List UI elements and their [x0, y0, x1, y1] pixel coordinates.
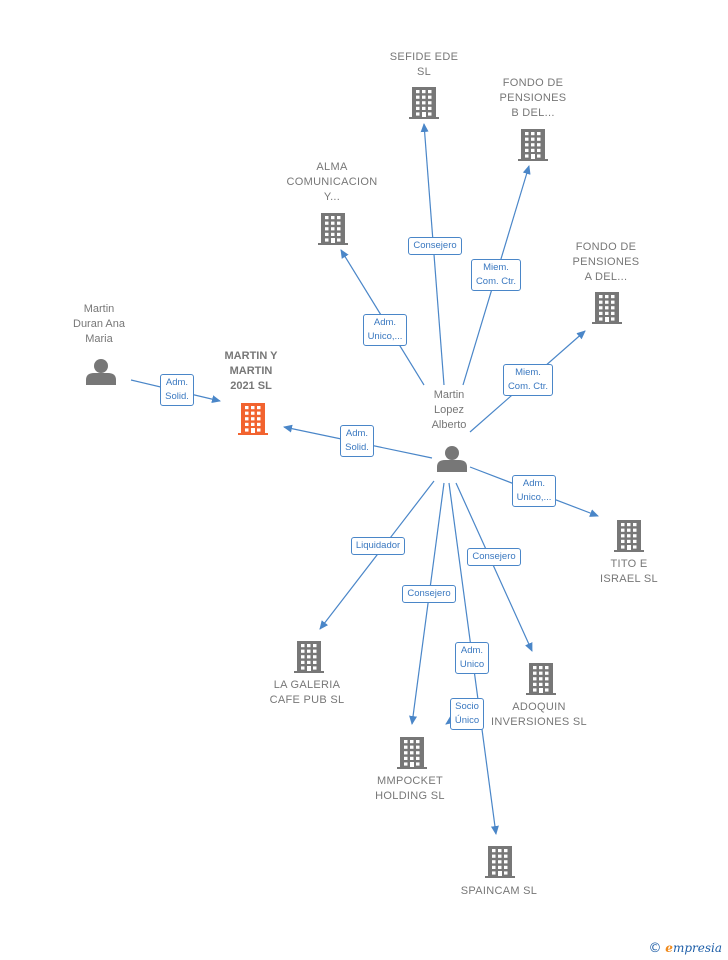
edge-label-galeria[interactable]: Liquidador	[350, 537, 406, 555]
node-label-galeria[interactable]: LA GALERIA CAFE PUB SL	[269, 679, 345, 706]
node-label-sefide[interactable]: SEFIDE EDE SL	[389, 51, 459, 78]
building-icon[interactable]	[485, 846, 515, 878]
edge-label-martin_y_martin[interactable]: Adm. Solid.	[340, 425, 374, 457]
node-label-martin_y_martin[interactable]: MARTIN Y MARTIN 2021 SL	[224, 350, 278, 392]
building-icon[interactable]	[238, 403, 268, 435]
node-label-alma[interactable]: ALMA COMUNICACION Y...	[286, 161, 378, 203]
node-label-fondo_b[interactable]: FONDO DE PENSIONES B DEL...	[499, 77, 567, 119]
edge-label-tito[interactable]: Adm. Unico,...	[511, 475, 557, 507]
building-icon[interactable]	[614, 520, 644, 552]
node-label-spaincam[interactable]: SPAINCAM SL	[460, 885, 538, 897]
edge-label-spaincam[interactable]: Adm. Unico	[454, 642, 490, 674]
node-label-martin_duran[interactable]: Martin Duran Ana Maria	[73, 303, 125, 345]
building-icon[interactable]	[318, 213, 348, 245]
node-label-tito[interactable]: TITO E ISRAEL SL	[600, 558, 658, 585]
node-label-adoquin[interactable]: ADOQUIN INVERSIONES SL	[491, 701, 587, 728]
node-label-fondo_a[interactable]: FONDO DE PENSIONES A DEL...	[572, 241, 640, 283]
edge-label-sefide[interactable]: Consejero	[408, 237, 462, 255]
person-icon[interactable]	[86, 359, 116, 385]
building-icon[interactable]	[592, 292, 622, 324]
edge-label-mmpocket[interactable]: Socio Único	[449, 698, 485, 730]
edge-label-martin_y_martin[interactable]: Adm. Solid.	[160, 374, 194, 406]
building-icon[interactable]	[294, 641, 324, 673]
building-icon[interactable]	[397, 737, 427, 769]
edge-label-mmpocket[interactable]: Consejero	[402, 585, 456, 603]
edge-martin_lopez-to-galeria	[319, 480, 435, 630]
edge-martin_lopez-to-mmpocket	[409, 482, 445, 725]
empresia-brand[interactable]: © empresia	[648, 941, 722, 956]
edge-label-alma[interactable]: Adm. Unico,...	[362, 314, 408, 346]
building-icon[interactable]	[526, 663, 556, 695]
copyright-symbol: ©	[648, 941, 662, 956]
person-icon[interactable]	[437, 446, 467, 472]
brand-initial: e	[665, 941, 673, 955]
edge-label-adoquin[interactable]: Consejero	[467, 548, 521, 566]
edge-label-fondo_a[interactable]: Miem. Com. Ctr.	[502, 364, 554, 396]
edge-martin_lopez-to-adoquin	[455, 482, 533, 652]
node-label-martin_lopez[interactable]: Martin Lopez Alberto	[431, 389, 467, 431]
building-icon[interactable]	[518, 129, 548, 161]
building-icon[interactable]	[409, 87, 439, 119]
node-label-mmpocket[interactable]: MMPOCKET HOLDING SL	[375, 775, 445, 802]
brand-name: mpresia	[672, 941, 722, 955]
edge-label-fondo_b[interactable]: Miem. Com. Ctr.	[470, 259, 522, 291]
